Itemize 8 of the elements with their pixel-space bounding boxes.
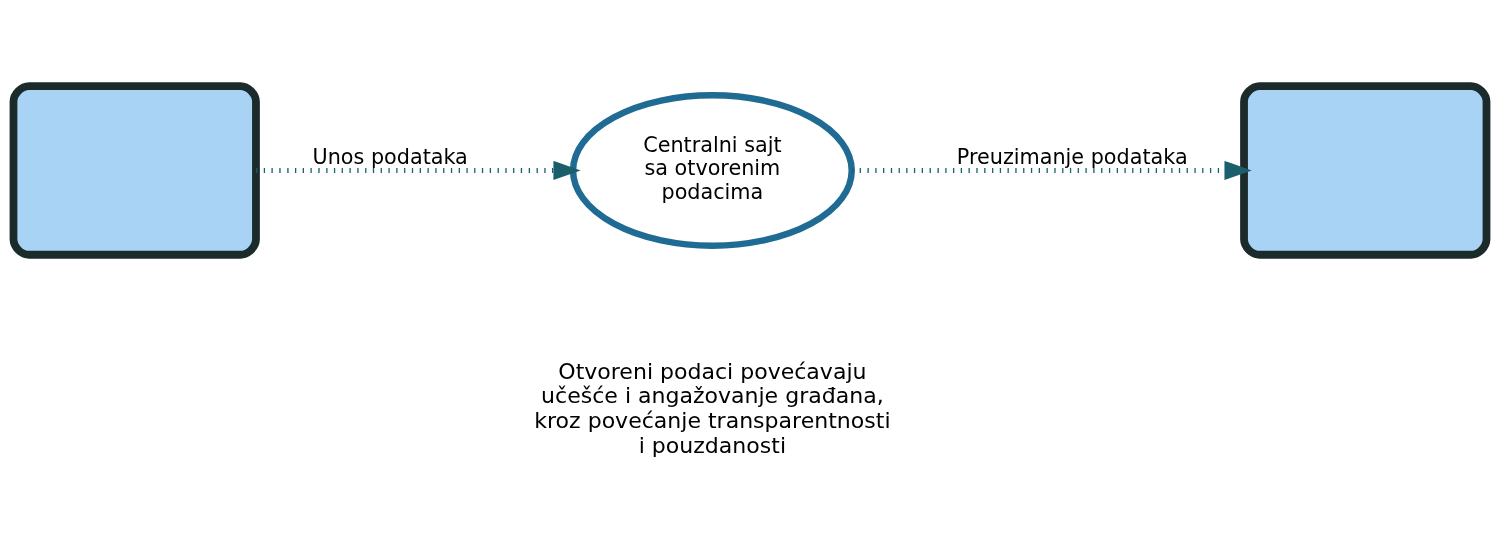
arrow [256,160,581,180]
arrow [852,160,1252,180]
node-ellipse: Centralni sajt sa otvorenim podacima [569,91,855,249]
edge-label: Unos podataka [312,144,468,169]
node-box [1240,81,1491,259]
label: Otvoreni podaci povećavaju učešće i angažovanje građana, kroz povećanje transparentnosti i pouzdanosti [534,358,891,458]
node-box [9,81,260,259]
edge-label: Preuzimanje podataka [956,144,1188,169]
